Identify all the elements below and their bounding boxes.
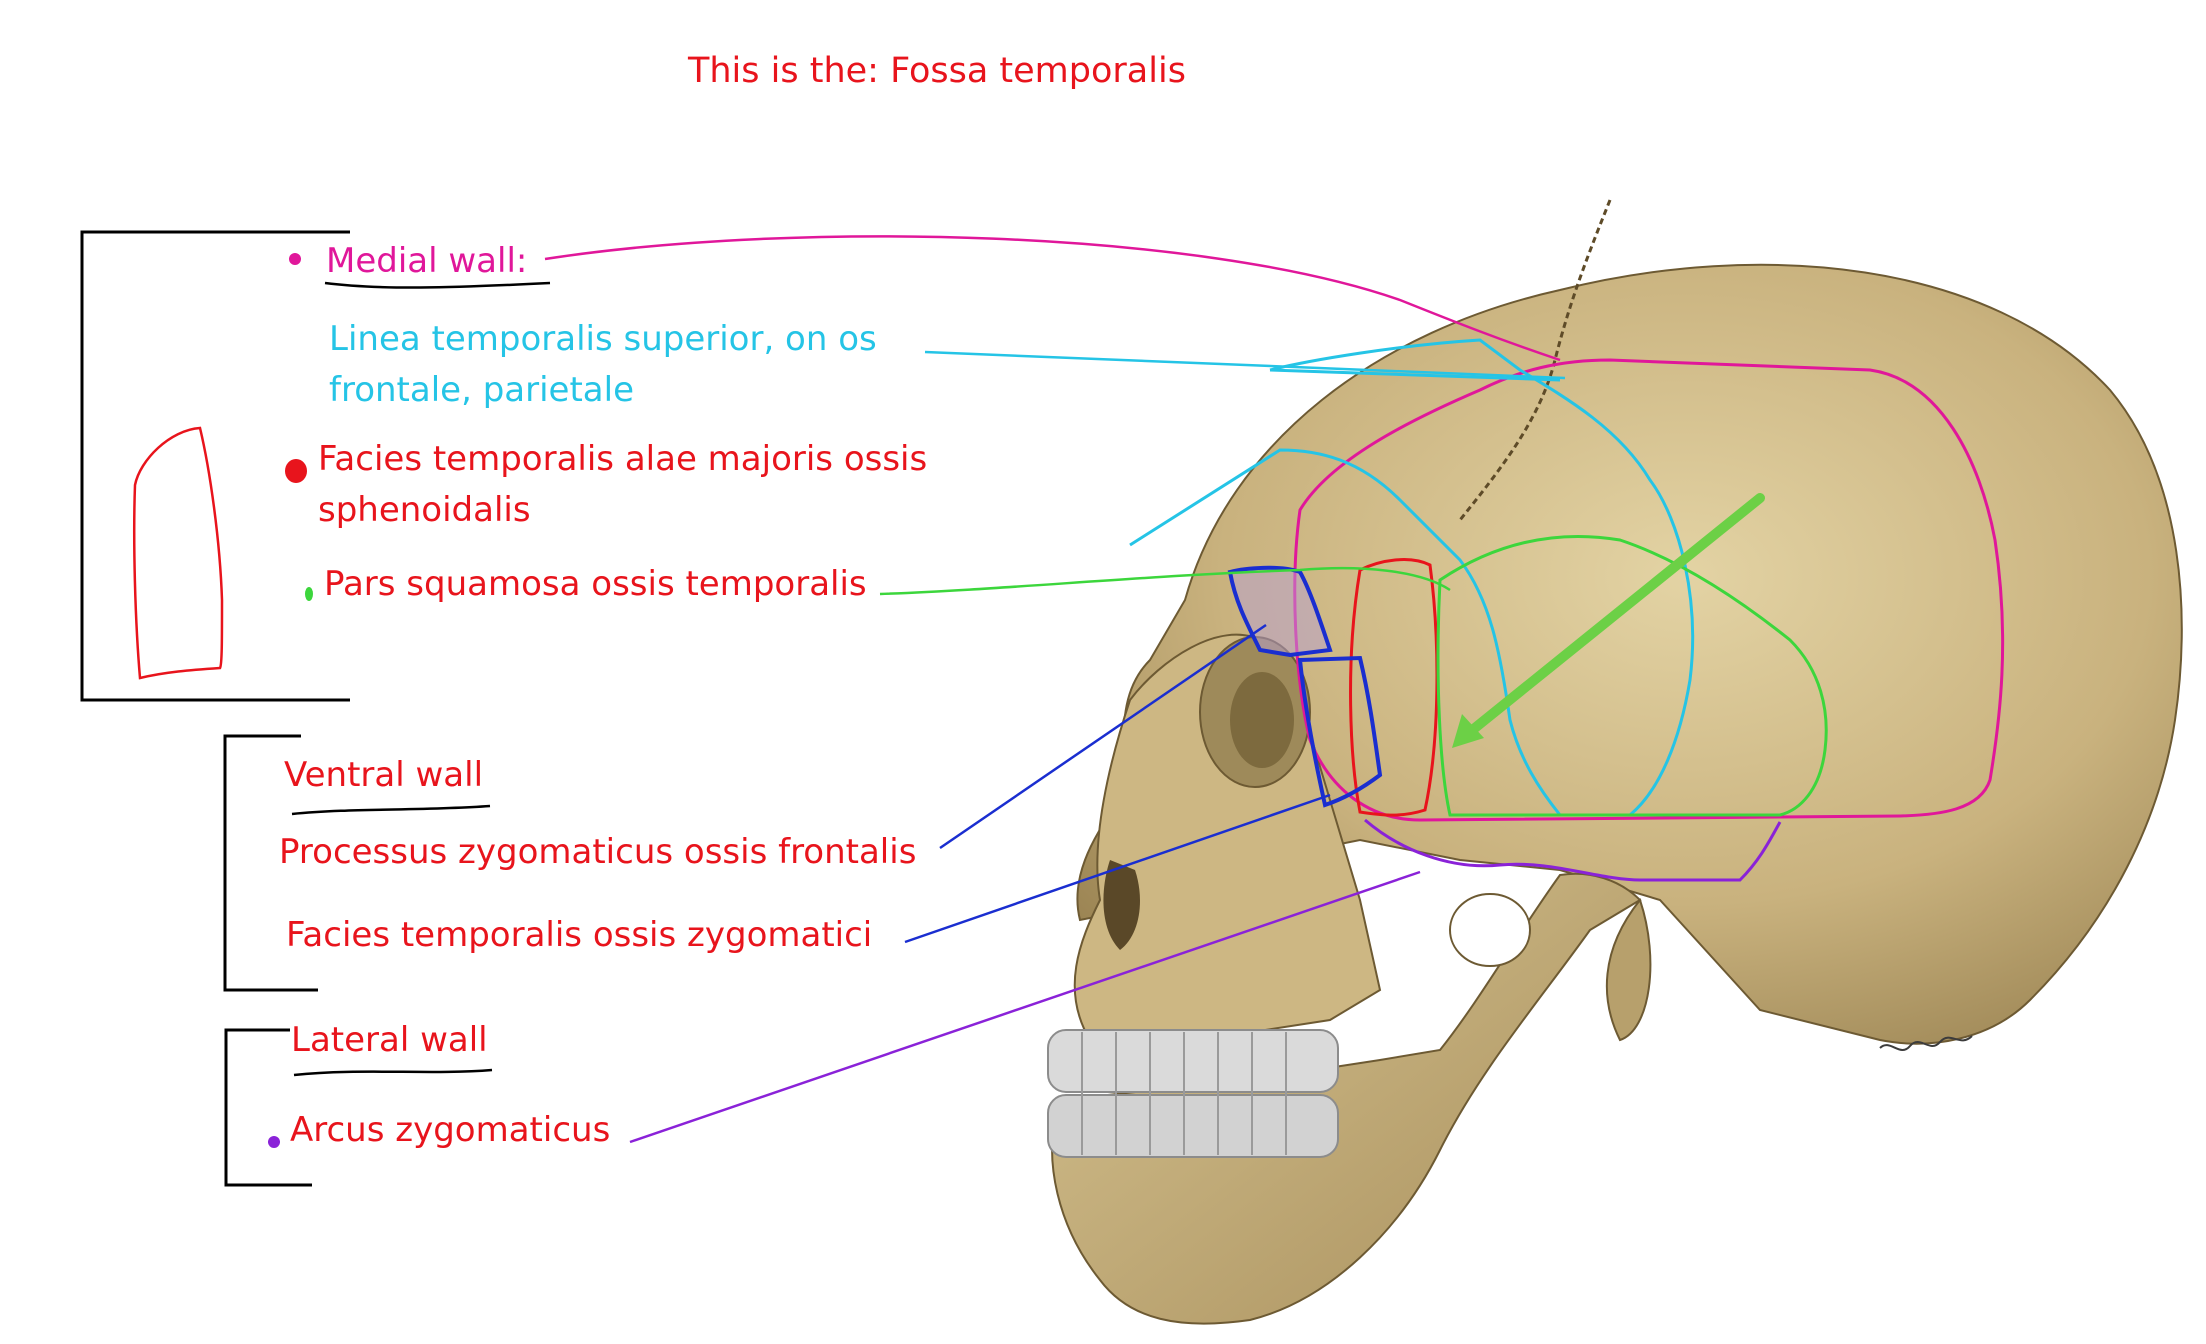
mastoid	[1605, 897, 1652, 1042]
artist-signature	[1879, 1035, 1973, 1051]
medial-wall-heading: Medial wall:	[326, 241, 528, 281]
coronal-suture	[1458, 199, 1612, 521]
arcus-zygomaticus-outline	[1364, 818, 1782, 882]
pars-leader	[879, 566, 1451, 596]
ventral-wall-heading: Ventral wall	[284, 755, 484, 795]
page-title: This is the: Fossa temporalis	[688, 51, 1186, 91]
processus-leader	[939, 623, 1267, 850]
skull-illustration	[1047, 199, 2183, 1325]
arcus-bullet	[268, 1136, 280, 1148]
facies-bullet	[285, 459, 307, 483]
ventral-underline	[291, 804, 491, 816]
cranium	[1076, 263, 2183, 1045]
ear-opening	[1449, 893, 1531, 967]
mandible	[1051, 872, 1642, 1325]
linea-leader	[924, 350, 1566, 380]
lateral-underline	[293, 1068, 493, 1077]
ventral-bracket	[223, 734, 318, 992]
medial-bracket	[80, 230, 350, 702]
lateral-wall-heading: Lateral wall	[291, 1020, 488, 1060]
nasal-cavity	[1103, 860, 1140, 950]
linea-temporalis-label-line2: frontale, parietale	[329, 370, 634, 410]
facies-temporalis-label-line2: sphenoidalis	[318, 490, 531, 530]
green-arrow	[1452, 493, 1765, 748]
linea-temporalis-label-line1: Linea temporalis superior, on os	[329, 319, 877, 359]
facies-zygomatici-leader	[904, 793, 1331, 944]
medial-wall-leader	[544, 235, 1561, 362]
facies-temporalis-label-line1: Facies temporalis alae majoris ossis	[318, 439, 928, 479]
medial-underline	[324, 281, 551, 289]
lateral-bracket	[224, 1028, 312, 1187]
teeth	[1047, 1029, 1339, 1158]
facies-zygomatici-outline	[1297, 655, 1383, 808]
facies-zygomatici-label: Facies temporalis ossis zygomatici	[286, 915, 873, 955]
pars-squamosa-label: Pars squamosa ossis temporalis	[324, 564, 867, 604]
fossa-shape-sketch	[132, 426, 224, 680]
pars-bullet	[305, 587, 313, 601]
facies-temporalis-outline	[1349, 558, 1439, 817]
medial-bullet	[289, 253, 301, 265]
arcus-zygomaticus-label: Arcus zygomaticus	[290, 1110, 611, 1150]
processus-zygomaticus-label: Processus zygomaticus ossis frontalis	[279, 832, 917, 872]
pars-squamosa-outline	[1436, 534, 1828, 817]
arcus-leader	[629, 870, 1421, 1144]
